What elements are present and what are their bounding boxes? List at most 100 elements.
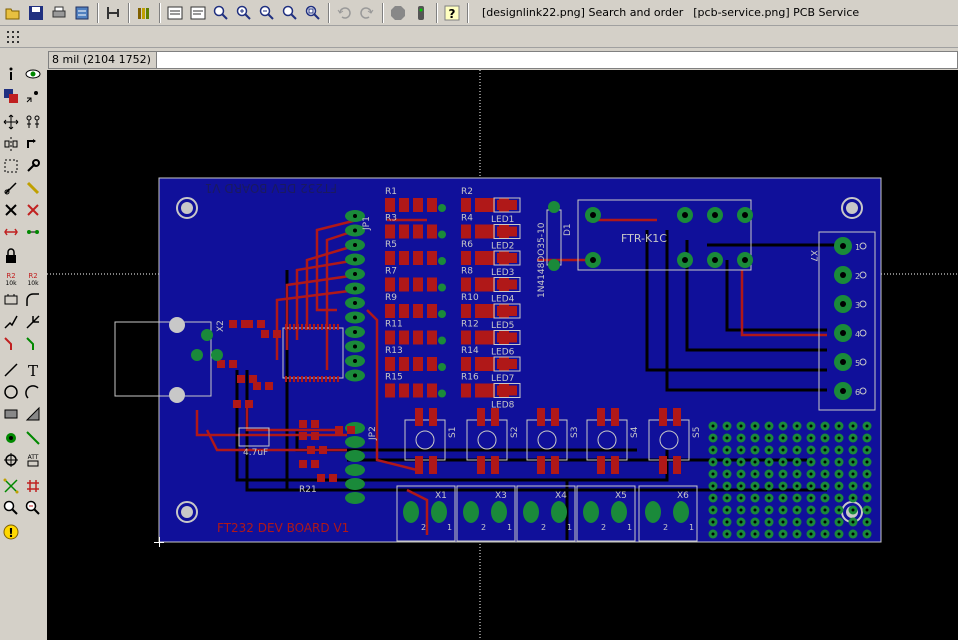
redo-icon[interactable] [356,2,378,24]
proto-pad-hole [837,424,841,428]
print-icon[interactable] [48,2,70,24]
zoom-out-icon[interactable] [256,2,278,24]
undo-icon[interactable] [333,2,355,24]
switch-pad [611,456,619,474]
split-icon[interactable] [1,312,21,332]
copy-icon[interactable] [23,112,43,132]
save-icon[interactable] [25,2,47,24]
resistor-pad [475,251,485,265]
show-icon[interactable] [23,64,43,84]
proto-pad-hole [725,436,729,440]
zoom-select-icon[interactable] [302,2,324,24]
stop-icon[interactable] [387,2,409,24]
proto-pad-hole [809,520,813,524]
rect-icon[interactable] [1,404,21,424]
text-icon[interactable]: T [23,360,43,380]
connector-pad [463,501,479,523]
go-icon[interactable] [410,2,432,24]
signal-icon[interactable] [23,428,43,448]
script-pcb-service[interactable]: [pcb-service.png] PCB Service [693,6,860,19]
circle-icon[interactable] [1,382,21,402]
pinswap-icon[interactable] [1,222,21,242]
proto-pad-hole [725,424,729,428]
x7-pin-label: 4 [855,330,860,339]
lock-icon[interactable] [1,246,21,266]
paste-icon[interactable] [23,178,43,198]
change-icon[interactable] [23,156,43,176]
delete-icon[interactable] [1,200,21,220]
switch-actuator [659,430,679,450]
proto-pad-hole [753,508,757,512]
attribute-icon[interactable]: ATT [23,450,43,470]
switch-pad [477,456,485,474]
arc-icon[interactable] [23,382,43,402]
ulp-icon[interactable] [187,2,209,24]
errc-icon[interactable]: ! [1,522,21,542]
auto-router-icon[interactable] [23,476,43,496]
errors-icon[interactable] [23,498,43,518]
hole-icon[interactable] [1,450,21,470]
via-icon[interactable] [1,428,21,448]
x7-screw [859,300,867,308]
switch-to-schematic-icon[interactable] [102,2,124,24]
drc-icon[interactable] [1,498,21,518]
proto-pad-hole [837,508,841,512]
miter-icon[interactable] [23,290,43,310]
jp2-pad [345,478,365,490]
led-outline [493,250,521,266]
proto-pad-hole [739,532,743,536]
cut-icon[interactable] [1,178,21,198]
optimize-icon[interactable] [23,312,43,332]
proto-pad-hole [725,508,729,512]
resistor-pad [475,304,485,318]
command-input[interactable] [156,51,958,69]
ic-pin [285,376,287,382]
proto-pad-hole [767,448,771,452]
switch-pad [429,408,437,426]
proto-pad-hole [865,424,869,428]
wire-icon[interactable] [1,360,21,380]
add-icon[interactable] [23,200,43,220]
resistor-label: R1 [385,187,397,197]
replace-icon[interactable] [23,222,43,242]
library-icon[interactable] [133,2,155,24]
ic-pin [297,324,299,330]
proto-pad-hole [711,484,715,488]
smash-icon[interactable] [1,290,21,310]
info-icon[interactable] [1,64,21,84]
switch-pad [597,408,605,426]
redraw-icon[interactable] [279,2,301,24]
move-icon[interactable] [1,112,21,132]
script-designlink[interactable]: [designlink22.png] Search and order [482,6,684,19]
proto-pad-hole [767,472,771,476]
group-icon[interactable] [1,156,21,176]
resistor-label: R16 [461,373,479,383]
cam-processor-icon[interactable] [71,2,93,24]
connector-pad [583,501,599,523]
grid-icon[interactable] [2,26,24,48]
route-icon[interactable] [1,334,21,354]
led-pad [497,279,505,290]
jp1-label: JP1 [362,216,372,231]
mark-icon[interactable] [23,86,43,106]
led-pad [509,385,517,396]
ratsnest-icon[interactable] [1,476,21,496]
zoom-in-icon[interactable] [233,2,255,24]
resistor-pad [461,277,471,292]
help-icon[interactable]: ? [441,2,463,24]
script-icon[interactable] [164,2,186,24]
display-layers-icon[interactable] [1,86,21,106]
polygon-icon[interactable] [23,404,43,424]
led-pad [509,226,517,237]
open-icon[interactable] [2,2,24,24]
zoom-fit-icon[interactable] [210,2,232,24]
ripup-icon[interactable] [23,334,43,354]
x7-pad-hole [840,301,846,307]
led-outline [493,303,521,319]
rotate-icon[interactable] [23,134,43,154]
mirror-icon[interactable] [1,134,21,154]
proto-pad-hole [767,424,771,428]
